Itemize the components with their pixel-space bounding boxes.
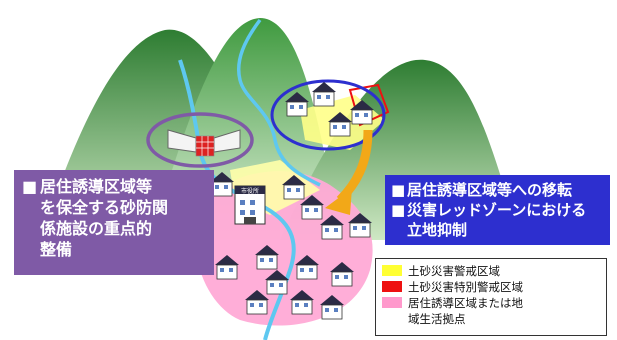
river-branch xyxy=(237,18,321,187)
legend-item: 土砂災害警戒区域 xyxy=(382,263,600,279)
callout-text-line: 居住誘導区域等 xyxy=(40,177,153,196)
city-hall-sign: 市役所 xyxy=(241,187,259,195)
legend-label-cont: 域生活拠点 xyxy=(408,312,466,326)
callout-line: ■ 居住誘導区域等への移転 xyxy=(391,180,604,200)
legend: 土砂災害警戒区域 土砂災害特別警戒区域 居住誘導区域または地 域生活拠点 xyxy=(375,258,607,336)
callout-line: 立地抑制 xyxy=(391,220,604,240)
callout-line: 係施設の重点的 xyxy=(22,218,206,239)
callout-text-line: 係施設の重点的 xyxy=(40,219,153,238)
legend-swatch-special-warning xyxy=(382,281,402,292)
legend-item: 土砂災害特別警戒区域 xyxy=(382,279,600,295)
callout-item-restriction-cont: 立地抑制 xyxy=(407,221,468,239)
relocation-arrow-head xyxy=(325,188,352,215)
callout-line: ■ 災害レッドゾーンにおける xyxy=(391,200,604,220)
city-hall xyxy=(234,185,266,225)
legend-label: 土砂災害特別警戒区域 xyxy=(408,280,523,294)
legend-item: 居住誘導区域または地 xyxy=(382,295,600,311)
legend-swatch-warning xyxy=(382,265,402,276)
callout-item-restriction: 災害レッドゾーンにおける xyxy=(407,201,587,219)
callout-line: 整備 xyxy=(22,239,206,260)
callout-text-line: 整備 xyxy=(40,240,73,259)
callout-line: ■ 居住誘導区域等 xyxy=(22,176,206,197)
bullet-icon: ■ xyxy=(22,177,38,196)
bullet-icon: ■ xyxy=(391,201,406,219)
callout-item-relocation: 居住誘導区域等への移転 xyxy=(407,181,573,199)
legend-label: 居住誘導区域または地 xyxy=(408,296,523,310)
legend-label: 土砂災害警戒区域 xyxy=(408,264,500,278)
callout-text-line: を保全する砂防関 xyxy=(40,198,169,217)
legend-swatch-residential xyxy=(382,297,402,308)
relocation-callout: ■ 居住誘導区域等への移転 ■ 災害レッドゾーンにおける 立地抑制 xyxy=(385,175,610,245)
bullet-icon: ■ xyxy=(391,181,406,199)
callout-line: を保全する砂防関 xyxy=(22,197,206,218)
sabo-facility-callout: ■ 居住誘導区域等 を保全する砂防関 係施設の重点的 整備 xyxy=(14,170,214,275)
sabo-dam xyxy=(167,129,241,157)
dam-highlight-ring xyxy=(146,112,254,168)
relocation-highlight-ring xyxy=(270,79,386,151)
